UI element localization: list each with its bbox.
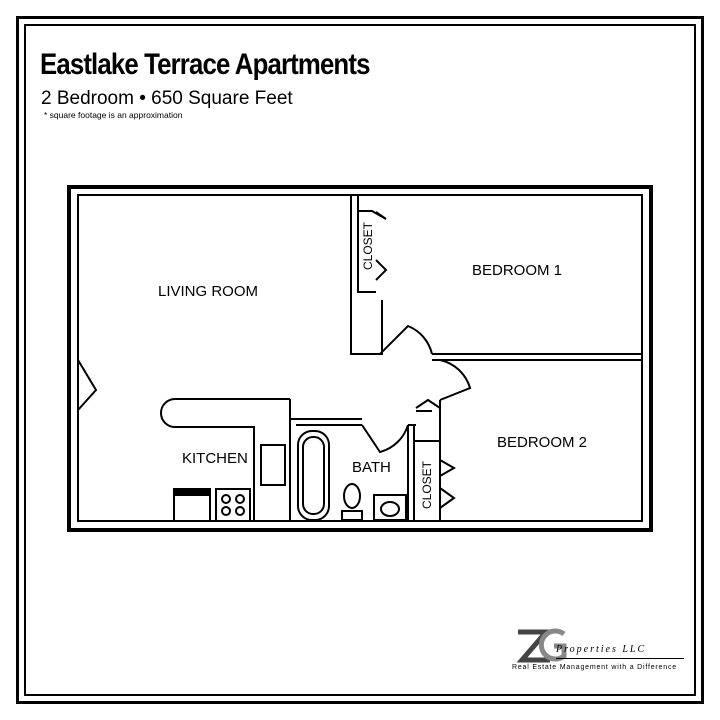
inner-frame: [24, 24, 696, 696]
closet2-small-door: [415, 398, 441, 409]
kitchen-label: KITCHEN: [182, 450, 248, 467]
bedroom1-door: [379, 324, 433, 355]
page-subtitle: 2 Bedroom • 650 Square Feet: [41, 88, 293, 109]
closet2-label: CLOSET: [420, 460, 434, 509]
page-title: Eastlake Terrace Apartments: [40, 48, 370, 81]
kitchen-counter: [160, 398, 290, 521]
sink: [373, 494, 407, 521]
outer-frame: [16, 16, 704, 704]
door-swings: [77, 210, 472, 509]
closet1-label: CLOSET: [361, 221, 375, 270]
exterior-wall-outer: [67, 185, 653, 532]
bedroom2-door: [439, 359, 472, 401]
living-bedroom-wall: [350, 195, 383, 355]
zg-logo-mark: [516, 628, 567, 663]
entry-door: [77, 359, 98, 411]
company-logo: Properties LLC Real Estate Management wi…: [508, 624, 688, 676]
bedroom1-label: BEDROOM 1: [472, 262, 562, 279]
living-room-label: LIVING ROOM: [158, 283, 258, 300]
kitchen-sink: [260, 444, 286, 486]
bathtub: [297, 430, 330, 521]
toilet: [343, 483, 361, 509]
refrigerator: [173, 488, 211, 522]
bath-door: [361, 424, 409, 454]
closet2-door: [439, 459, 457, 477]
logo-tagline: Real Estate Management with a Difference: [512, 664, 677, 671]
footnote: * square footage is an approximation: [44, 110, 183, 120]
logo-name: Properties LLC: [556, 644, 647, 655]
bedroom2-label: BEDROOM 2: [497, 434, 587, 451]
stove: [215, 488, 251, 522]
closet-wall: [357, 195, 376, 293]
bath-label: BATH: [352, 459, 391, 476]
